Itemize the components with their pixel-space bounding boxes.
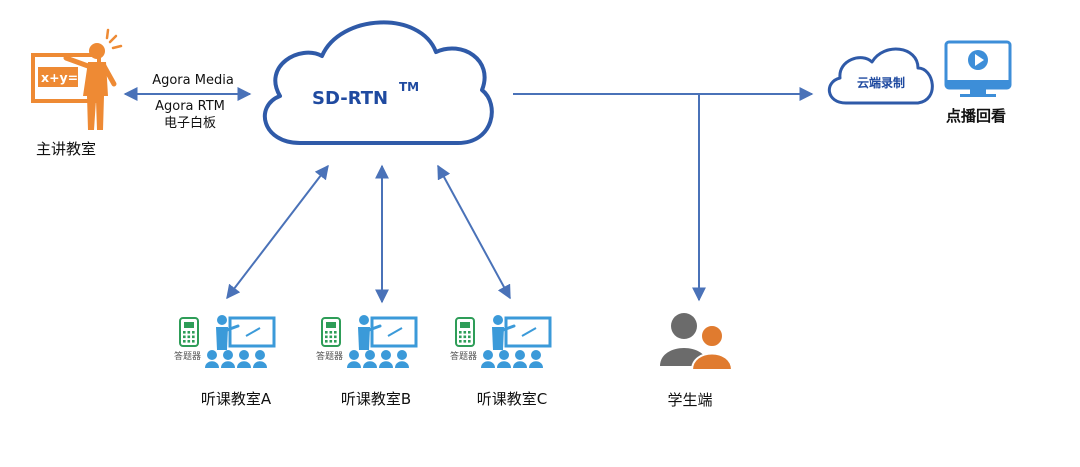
classroom-links	[226, 164, 511, 304]
classroom-label: 听课教室C	[477, 390, 547, 408]
agora-link: Agora Media Agora RTM 电子白板	[123, 73, 252, 131]
cloud-recording-node: 云端录制	[828, 47, 934, 105]
playback-label: 点播回看	[946, 107, 1006, 125]
answer-device-icon	[321, 317, 341, 347]
answer-device-label: 答题器	[174, 350, 201, 362]
whiteboard-label: 电子白板	[164, 115, 216, 131]
answer-device-icon	[179, 317, 199, 347]
main-classroom-label: 主讲教室	[36, 140, 96, 158]
student-label: 学生端	[667, 391, 712, 409]
cloud-icon	[262, 20, 494, 145]
answer-device-label: 答题器	[450, 350, 477, 362]
monitor-play-icon	[944, 40, 1012, 97]
classroom-icon	[347, 315, 418, 368]
users-icon	[660, 313, 734, 371]
answer-device-label: 答题器	[316, 350, 343, 362]
agora-media-label: Agora Media	[152, 73, 234, 88]
distribution-lines	[513, 87, 814, 302]
classroom-label: 听课教室B	[341, 390, 411, 408]
board-formula: x+y=	[41, 70, 78, 85]
recording-cloud-icon	[828, 47, 934, 105]
agora-rtm-label: Agora RTM	[155, 99, 225, 114]
arrow-classroom-c	[437, 164, 511, 300]
playback-node: 点播回看	[944, 40, 1012, 125]
teacher-at-board-icon: x+y= x+y=	[31, 28, 123, 130]
main-classroom-node: x+y= x+y= 主讲教室	[31, 28, 123, 158]
student-node: 学生端	[660, 313, 734, 409]
classroom-icon	[205, 315, 276, 368]
classroom-icon	[481, 315, 552, 368]
classroom-label: 听课教室A	[201, 390, 272, 408]
recording-label: 云端录制	[857, 75, 905, 90]
cloud-superscript: TM	[399, 80, 419, 94]
arrow-classroom-a	[226, 164, 329, 300]
answer-device-icon	[455, 317, 475, 347]
cloud-name: SD-RTN	[312, 88, 388, 109]
sd-rtn-cloud: SD-RTN TM	[262, 20, 494, 145]
